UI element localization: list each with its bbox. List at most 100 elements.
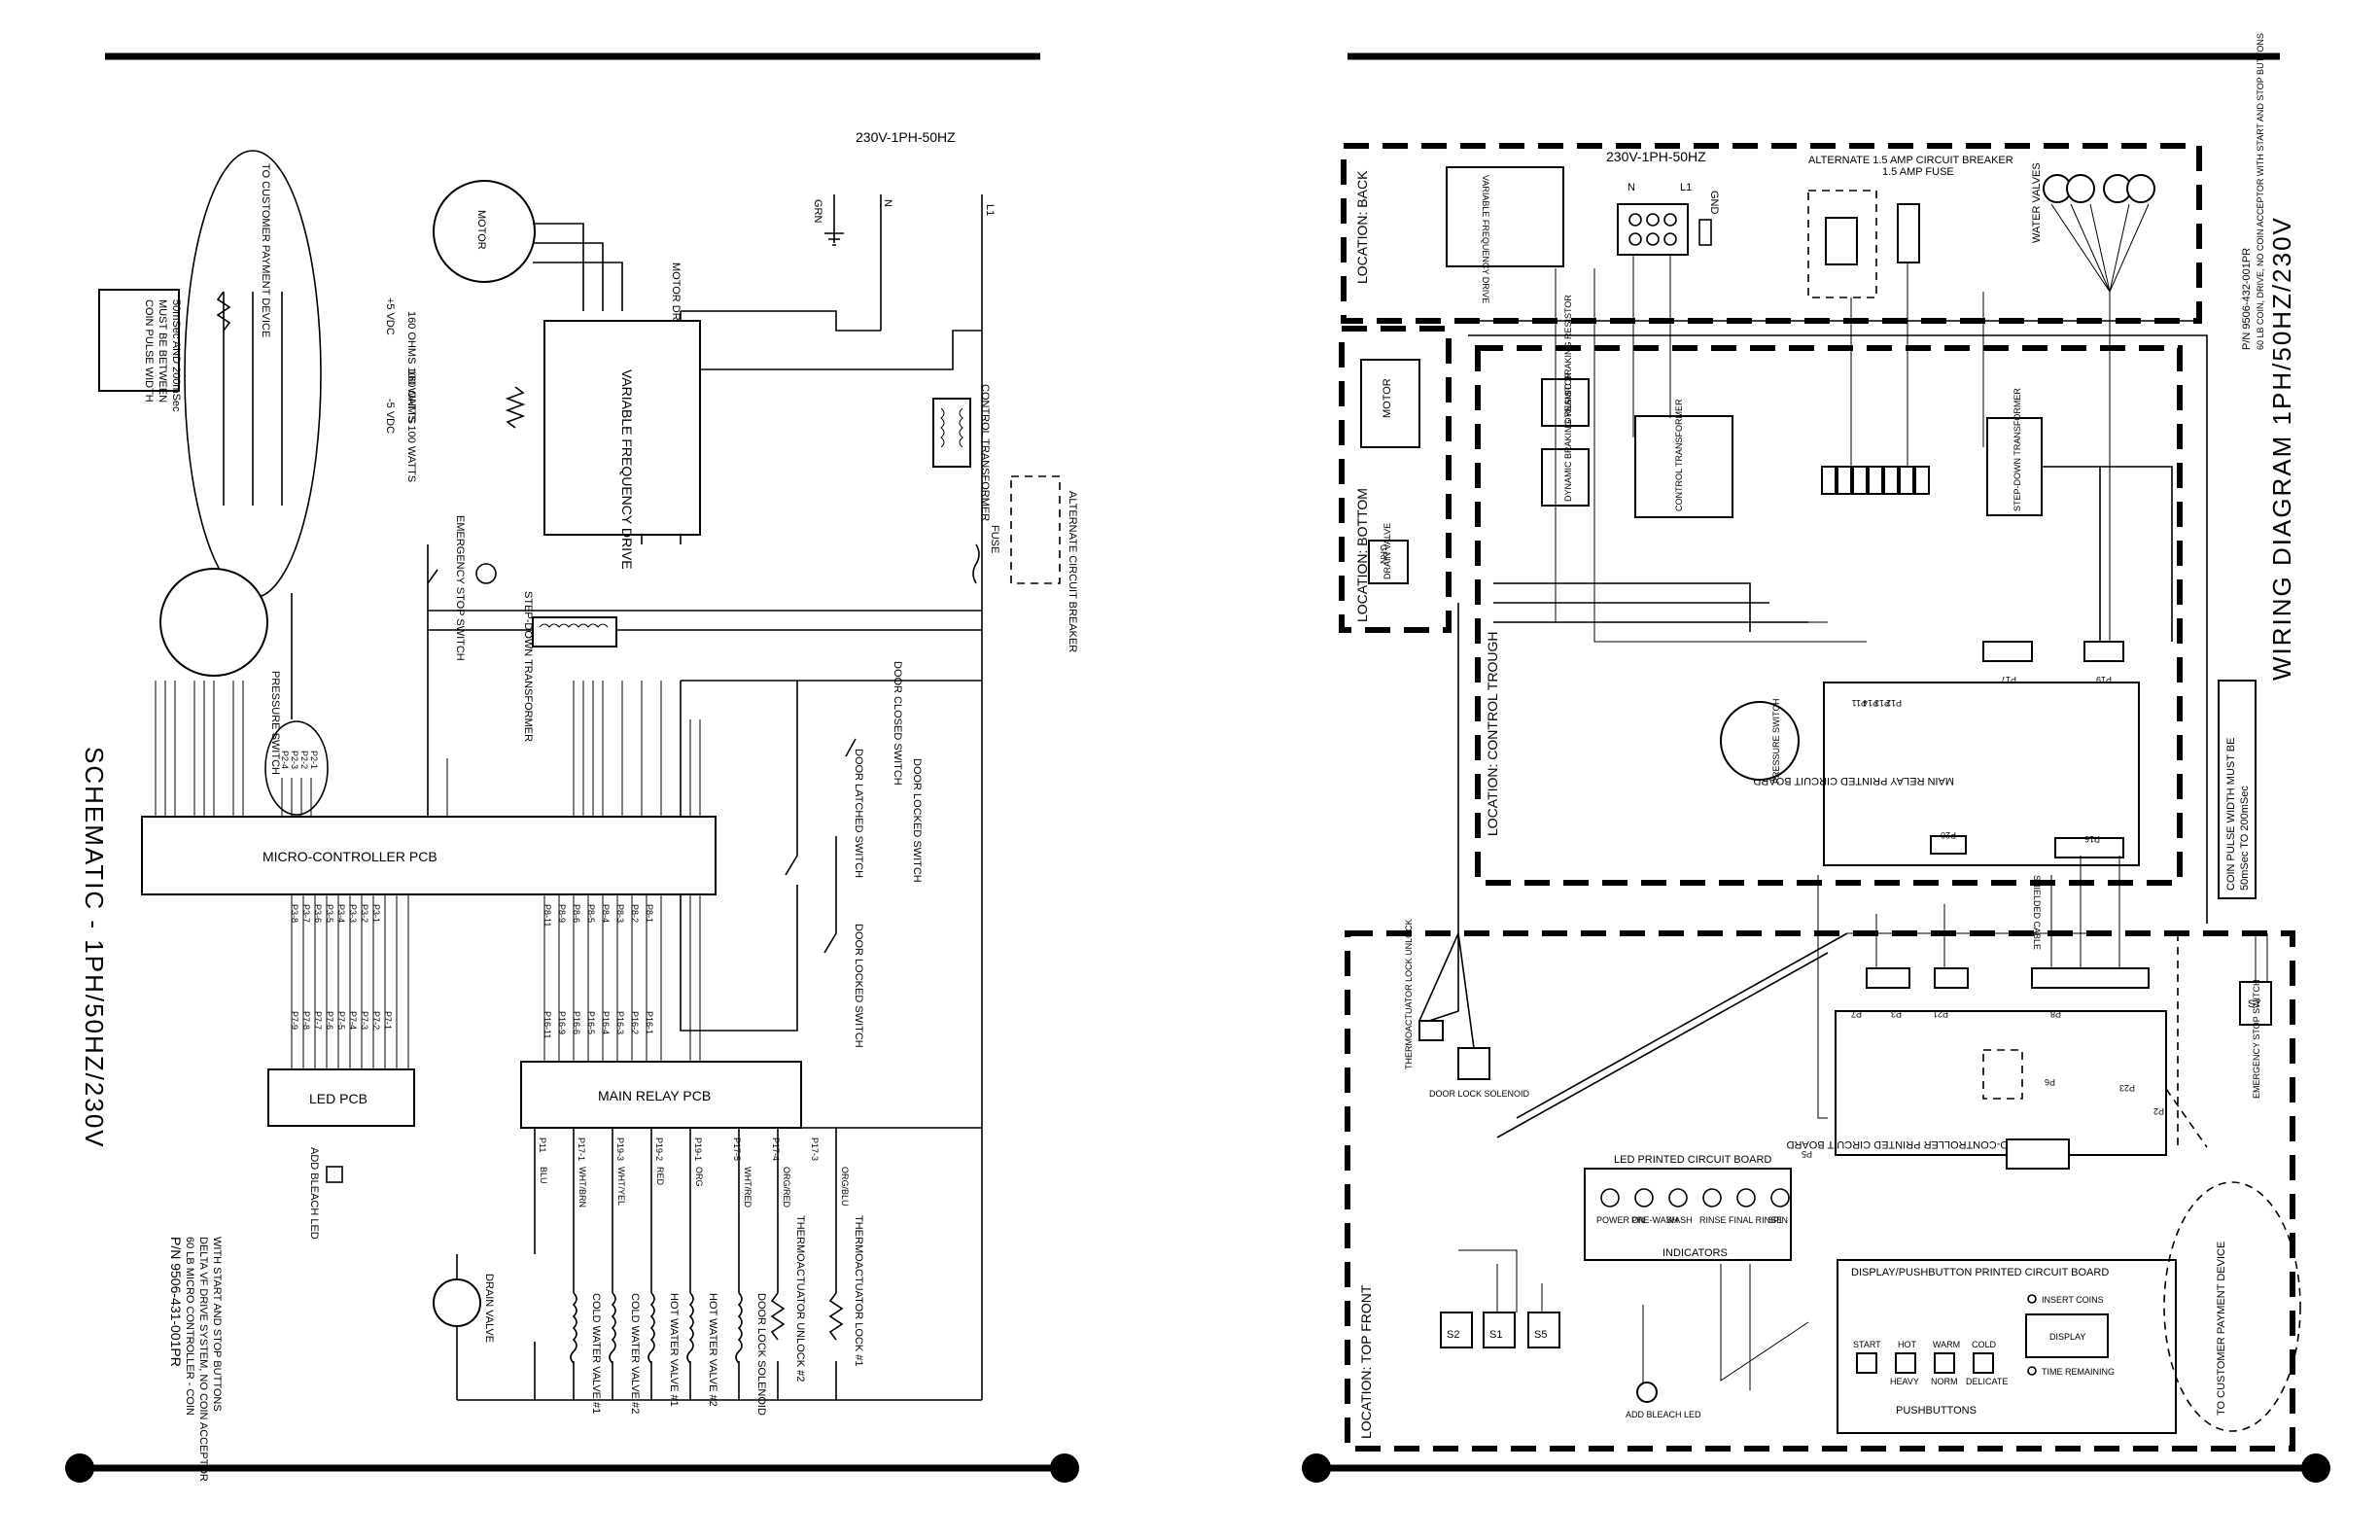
bleach-led-label: ADD BLEACH LED (308, 1147, 320, 1240)
bleach-label: ADD BLEACH LED (1626, 1410, 1701, 1419)
pushbutton-cold[interactable] (1973, 1352, 1994, 1374)
connector-label: P23 (2119, 1083, 2135, 1093)
p7-pin: P7-1 (383, 1011, 393, 1030)
indicators-label: INDICATORS (1662, 1247, 1728, 1259)
p21-header (1934, 967, 1969, 989)
load-label: COLD WATER VALVE #2 (629, 1293, 641, 1414)
load-label: THERMOACTUATOR UNLOCK #2 (794, 1215, 806, 1382)
connector-label: P3 (1891, 1009, 1902, 1019)
insert-coins-led (2027, 1294, 2037, 1304)
load-coils (570, 1292, 844, 1364)
connector-label: P2 (2153, 1106, 2164, 1116)
connector-label: P16 (2084, 834, 2100, 844)
wire-color: ORG/BLU (840, 1167, 850, 1207)
drain-valve-motor (433, 1278, 481, 1327)
load-label: COLD WATER VALVE #1 (590, 1293, 602, 1414)
alt-breaker-label: ALTERNATE CIRCUIT BREAKER (1067, 491, 1078, 652)
p3-pin: P3-4 (336, 904, 346, 923)
p5-harness (1817, 875, 1828, 1119)
p8-pin: P8-5 (586, 904, 596, 923)
connector-label: P5 (1802, 1149, 1812, 1159)
vfd-label: VARIABLE FREQUENCY DRIVE (619, 369, 635, 570)
pulse-note-1: COIN PULSE WIDTH (143, 299, 155, 402)
p7-pin: P7-2 (371, 1011, 381, 1030)
switch-wiring (1458, 1249, 1644, 1382)
connector-label: P8 (2050, 1009, 2061, 1019)
connector-label: P11 (1852, 698, 1867, 708)
loc-bottom-label: LOCATION: BOTTOM (1354, 488, 1370, 622)
wiring-supply-label: 230V-1PH-50HZ (1606, 149, 1706, 164)
pushbutton-start[interactable] (1856, 1352, 1877, 1374)
load-label: HOT WATER VALVE #2 (707, 1293, 718, 1407)
stepdown-label: STEP-DOWN TRANSFORMER (522, 591, 534, 742)
zone-control-trough (1475, 345, 2183, 886)
connector-label: P17 (2001, 675, 2016, 684)
alt-breaker-box (1010, 475, 1061, 584)
p3-pin: P3-3 (348, 904, 358, 923)
wire-color: WHT/YEL (616, 1167, 626, 1206)
switch-s1 (1483, 1312, 1516, 1348)
p3-header (2006, 1138, 2070, 1170)
p8-pin: P8-11 (542, 904, 552, 927)
relay-bottom-pin: P17-4 (771, 1138, 781, 1161)
wiring-description: 60 LB COIN, DRIVE, NO COIN ACCEPTOR WITH… (2256, 33, 2265, 350)
coin-circuit-ellipse (2163, 1181, 2301, 1432)
wire-color: WHT/BRN (578, 1167, 587, 1208)
p3-pin: P3-6 (313, 904, 323, 923)
schematic-description-3: WITH START AND STOP BUTTONS (211, 1237, 223, 1412)
relay-bottom-pin: P17-3 (810, 1138, 820, 1161)
pb-sub-label: DELICATE (1966, 1377, 2008, 1386)
door-solenoid-label: DOOR LOCK SOLENOID (1429, 1089, 1530, 1099)
alt-breaker-box (1807, 190, 1877, 298)
indicator-label: SPIN (1768, 1215, 1788, 1225)
grn-label: GRN (1379, 544, 1388, 564)
pulse-note-box (98, 289, 180, 392)
back-harness (1850, 262, 2111, 642)
p7-header (1866, 967, 1910, 989)
front-harness-left (1418, 603, 1475, 1049)
supply-l1-label: L1 (984, 204, 996, 216)
connector-label: P14 (1863, 698, 1878, 708)
schematic-supply-label: 230V-1PH-50HZ (856, 129, 956, 145)
pushbutton-warm[interactable] (1934, 1352, 1955, 1374)
wiring-page: LOCATION: BACK LOCATION: BOTTOM LOCATION… (1302, 33, 2330, 1483)
v5-pos-label: +5 VDC (384, 298, 396, 335)
time-remaining-label: TIME REMAINING (2042, 1367, 2115, 1377)
display-window (2025, 1313, 2109, 1358)
braking-resistor (505, 386, 526, 429)
time-remaining-led (2027, 1366, 2037, 1376)
shielded-harness (1458, 320, 2208, 924)
connector-label: P7 (1851, 1009, 1862, 1019)
v5-neg-label: -5 VDC (384, 399, 396, 434)
pb-sub-label: NORM (1931, 1377, 1958, 1386)
resistor-2-label: 160 OHMS 100 WATTS (405, 369, 417, 482)
p8-pin: P8-4 (601, 904, 611, 923)
led-board (1584, 1168, 1792, 1261)
p8-pin: P8-9 (557, 904, 567, 923)
pb-label: WARM (1933, 1340, 1960, 1349)
load-wiring (456, 1128, 837, 1400)
wiring-vfd (1446, 166, 1564, 267)
terminal-l1: L1 (1680, 182, 1692, 193)
zone-bottom (1339, 326, 1452, 633)
pressure-switch (159, 568, 268, 677)
pushbutton-hot[interactable] (1895, 1352, 1916, 1374)
micro-controller-pcb (141, 816, 717, 895)
indicator-label: RINSE (1699, 1215, 1727, 1225)
pulse-note-1: COIN PULSE WIDTH MUST BE (2225, 738, 2237, 891)
load-label: HOT WATER VALVE #1 (668, 1293, 680, 1407)
micro-input-wires (155, 681, 701, 817)
p8-pin: P8-3 (615, 904, 625, 923)
wiring-motor-label: MOTOR (1382, 378, 1393, 418)
loc-back-label: LOCATION: BACK (1354, 170, 1370, 284)
insert-coins-label: INSERT COINS (2042, 1295, 2104, 1305)
fuse-symbol (972, 543, 980, 584)
control-transformer-label: CONTROL TRANSFORMER (979, 384, 991, 521)
supply-n-label: N (882, 199, 893, 207)
p7-pin: P7-7 (313, 1011, 323, 1030)
pushbuttons-label: PUSHBUTTONS (1896, 1405, 1977, 1417)
p16-pin: P16-5 (586, 1011, 596, 1034)
main-relay-pcb (520, 1061, 802, 1129)
led-pcb-label: LED PCB (309, 1091, 368, 1106)
main-relay-board (1823, 682, 2140, 866)
